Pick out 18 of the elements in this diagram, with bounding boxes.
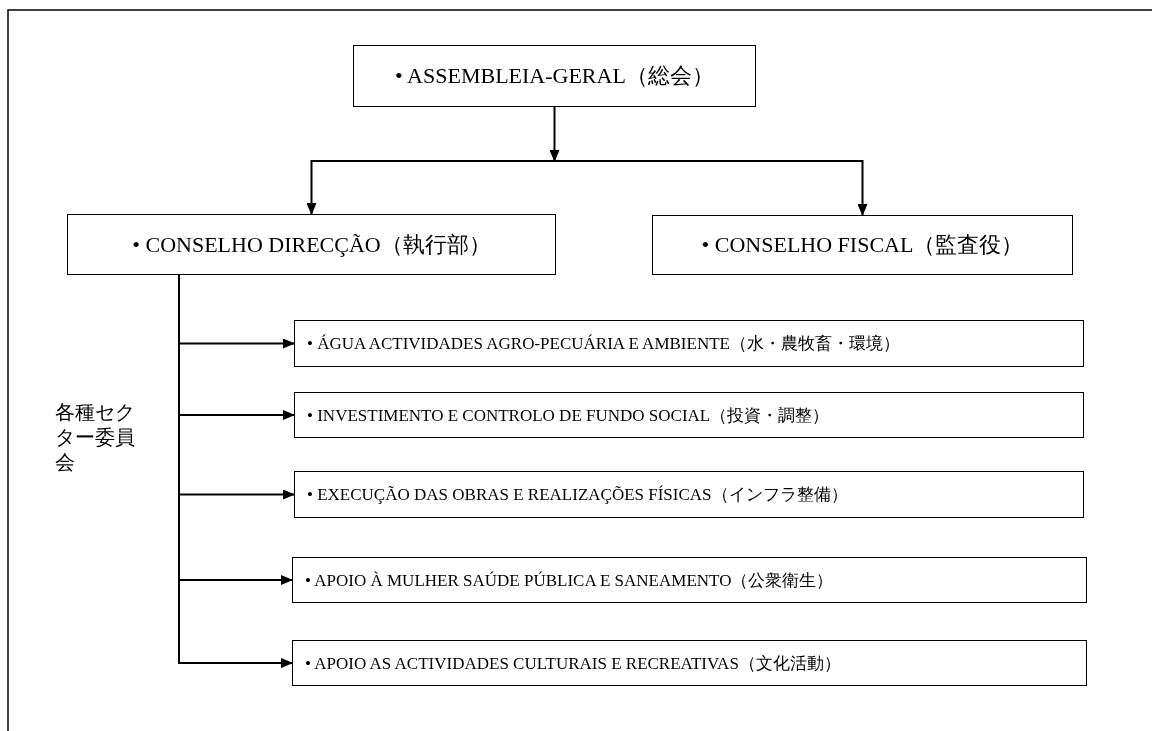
process-box: • ÁGUA ACTIVIDADES AGRO-PECUÁRIA E AMBIENTE（水・農牧畜・環境） (294, 320, 1084, 367)
arrow (178, 575, 293, 585)
arrow (178, 338, 295, 349)
arrow (178, 410, 295, 420)
arrow (178, 658, 293, 668)
process-box: • EXECUÇÃO DAS OBRAS E REALIZAÇÕES FÍSICAS（インフラ整備） (294, 471, 1084, 518)
process-box: • APOIO AS ACTIVIDADES CULTURAIS E RECREATIVAS（文化活動） (292, 640, 1087, 686)
connector-line (178, 274, 180, 665)
process-box: • CONSELHO DIRECÇÃO（執行部） (67, 214, 556, 275)
process-box: • APOIO À MULHER SAÚDE PÚBLICA E SANEAMENTO（公衆衛生） (292, 557, 1087, 603)
process-box: • INVESTIMENTO E CONTROLO DE FUNDO SOCIAL（投資・調整） (294, 392, 1084, 438)
process-box: • ASSEMBLEIA-GERAL（総会） (353, 45, 756, 107)
arrow (306, 160, 556, 215)
arrow (549, 106, 560, 162)
process-box: • CONSELHO FISCAL（監査役） (652, 215, 1073, 275)
side-label: 各種セクター委員会 (55, 400, 135, 475)
arrow (553, 160, 868, 216)
arrow (178, 489, 295, 500)
